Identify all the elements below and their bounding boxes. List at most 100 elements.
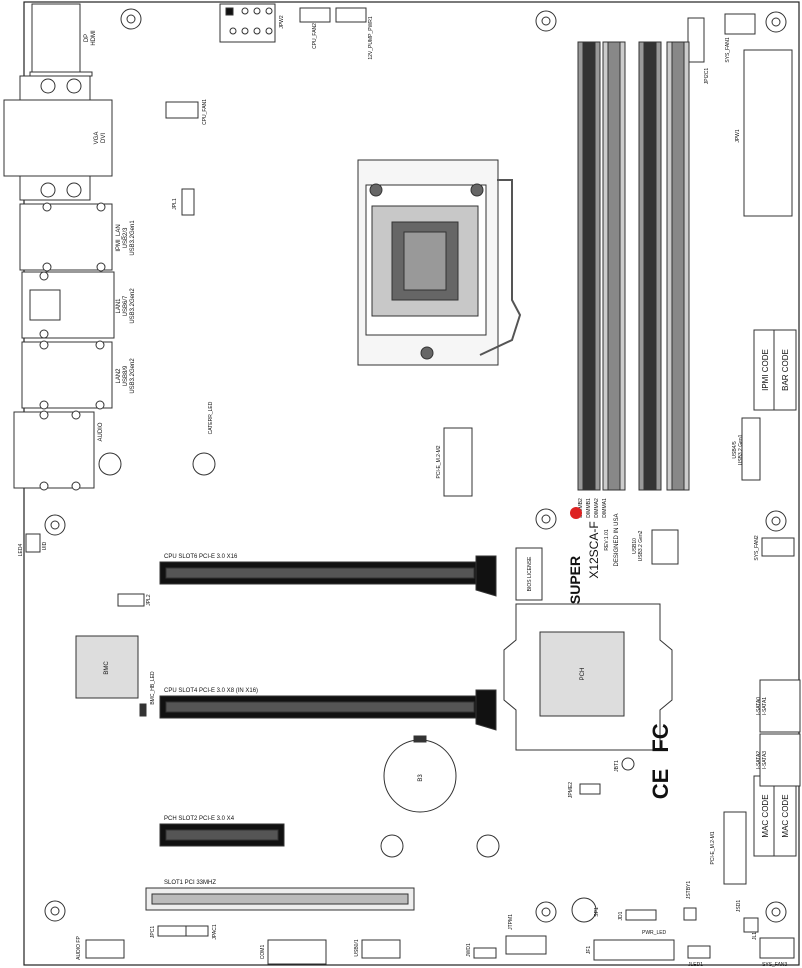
ipmi-code-label: IPMI CODE — [761, 349, 770, 391]
i-sata3-label: I-SATA3 — [762, 751, 768, 769]
bar-code-label: BAR CODE — [781, 349, 790, 391]
slot6-label: CPU SLOT6 PCI-E 3.0 X16 — [164, 554, 238, 560]
standoff-circles — [98, 452, 500, 858]
dimm-labels: DIMMB2 DIMMB1 DIMMA2 DIMMA1 — [578, 498, 608, 518]
cpu-fan1-label: CPU_FAN1 — [202, 99, 208, 125]
bmc-hb-led-label: BMC_HB_LED — [150, 671, 156, 705]
uid-label: UID — [42, 541, 48, 550]
pwr-led-label: PWR_LED — [642, 930, 667, 936]
left-components — [25, 533, 457, 813]
mid-right-labels: USB4/5 USB3.2 Gen1 USB10 USB3.2 Gen2 SYS… — [436, 434, 768, 864]
mac-code-label-2: MAC CODE — [781, 794, 790, 837]
mid-right-headers — [443, 417, 801, 885]
audio-fp-label: AUDIO FP — [76, 936, 82, 960]
top-headers — [165, 3, 793, 217]
sys-fan3-label: SYS_FAN3 — [762, 962, 788, 968]
left-component-labels: LED4 UID JPL2 BMC BMC_HB_LED B3 — [18, 541, 424, 781]
usb32gen2-label: USB3.2Gen2 — [130, 288, 136, 324]
jpi2c1-label: JPI2C1 — [704, 68, 710, 85]
jl1-label: JL1 — [752, 932, 758, 940]
jd1-label: JD1 — [618, 911, 624, 920]
pump-pwr-label: 12V_PUMP_PWR1 — [368, 16, 374, 60]
cpu-socket — [357, 159, 522, 366]
usb10-label: USB10 — [632, 538, 638, 554]
jpw1-label: JPW1 — [735, 129, 741, 143]
lan1-label: LAN1 — [116, 298, 122, 314]
hdmi-label: HDMI — [91, 30, 97, 46]
com1-label: COM1 — [260, 945, 266, 960]
sys-fan2-label: SYS_FAN2 — [754, 535, 760, 561]
dvi-label: DVI — [101, 133, 107, 143]
caterr-led-label: CATERR_LED — [208, 401, 214, 434]
revision-text: REV:1.01 — [604, 529, 610, 550]
usb32gen1-label: USB3.2Gen1 — [130, 220, 136, 256]
usb45-gen-label: USB3.2 Gen1 — [738, 434, 744, 465]
sys-fan1-label: SYS_FAN1 — [725, 37, 731, 63]
dimm-a1-label: DIMMA1 — [602, 498, 608, 518]
ce-mark: CE — [648, 769, 673, 800]
jled1-label: JLED1 — [688, 962, 703, 968]
dp-label: DP — [84, 34, 90, 42]
usb32gen2b-label: USB3.2Gen2 — [130, 358, 136, 394]
brand-super-text: SUPER — [567, 556, 583, 604]
dimm-slots — [577, 41, 690, 491]
b3-label: B3 — [418, 774, 424, 782]
dimm-a2-label: DIMMA2 — [594, 498, 600, 518]
i-sata2-label: I-SATA2 — [756, 751, 762, 769]
jpac1-label: JPAC1 — [212, 924, 218, 939]
pch-label: PCH — [580, 668, 586, 681]
jwd1-label: JWD1 — [466, 943, 472, 957]
lan2-label: LAN2 — [116, 368, 122, 384]
slot2-label: PCH SLOT2 PCI-E 3.0 X4 — [164, 816, 235, 822]
jf1-label: JF1 — [586, 946, 592, 955]
jpl1-label: JPL1 — [172, 198, 178, 210]
io-labels: DP HDMI VGA DVI IPMI_LAN USB2/3 USB3.2Ge… — [84, 30, 136, 442]
slot4-label: CPU SLOT4 PCI-E 3.0 X8 (IN X16) — [164, 688, 258, 694]
jtpm1-label: JTPM1 — [508, 914, 514, 930]
i-sata0-label: I-SATA0 — [756, 697, 762, 715]
bmc-label: BMC — [104, 661, 110, 675]
vga-label: VGA — [94, 132, 100, 145]
i-sata1-label: I-SATA1 — [762, 697, 768, 715]
dimm-b1-label: DIMMB1 — [586, 498, 592, 518]
usb01-label: USB0/1 — [354, 939, 360, 956]
usb89-label: USB8/9 — [123, 365, 129, 386]
usb23-label: USB2/3 — [123, 227, 129, 248]
model-text: X12SCA-F — [587, 521, 601, 578]
audio-label: AUDIO — [98, 422, 104, 441]
jsd1-label: JSD1 — [736, 900, 742, 912]
sp1-label: SP1 — [594, 907, 600, 917]
fc-mark: FC — [648, 723, 673, 752]
rear-io — [3, 3, 115, 491]
pch-heatsink — [503, 603, 673, 751]
bottom-headers — [85, 897, 795, 965]
top-header-labels: JPW2 CPU_FAN2 12V_PUMP_PWR1 CPU_FAN1 JPL… — [172, 15, 741, 434]
usb45-label: USB4/5 — [732, 441, 738, 458]
certification-marks: CE FC — [621, 723, 673, 800]
super-logo-dot — [570, 507, 582, 519]
pcie-slot-labels: CPU SLOT6 PCI-E 3.0 X16 CPU SLOT4 PCI-E … — [164, 554, 258, 886]
mac-code-label: MAC CODE — [761, 794, 770, 837]
jpme2-label: JPME2 — [568, 782, 574, 798]
jpw2-label: JPW2 — [279, 15, 285, 29]
pcie-slots — [145, 555, 497, 911]
jstby1-label: JSTBY1 — [686, 881, 692, 900]
pcie-m2-m1-label: PCI-E_M.2-M1 — [710, 831, 716, 864]
mounting-holes — [44, 8, 787, 923]
usb10-gen-label: USB3.2 Gen2 — [638, 530, 644, 561]
designed-text: DESIGNED IN USA — [614, 513, 620, 566]
code-stickers — [753, 329, 797, 857]
cpu-fan2-label: CPU_FAN2 — [312, 23, 318, 49]
pcie-m2-m2-label: PCI-E_M.2-M2 — [436, 445, 442, 478]
usb67-label: USB6/7 — [123, 295, 129, 316]
code-sticker-labels: IPMI CODE BAR CODE MAC CODE MAC CODE — [761, 349, 790, 837]
jpc1-label: JPC1 — [150, 926, 156, 938]
bottom-header-labels: AUDIO FP JPC1 JPAC1 COM1 USB0/1 JWD1 JTP… — [76, 881, 788, 968]
led4-label: LED4 — [18, 544, 24, 557]
branding: SUPER X12SCA-F REV:1.01 DESIGNED IN USA … — [515, 507, 620, 604]
slot1-label: SLOT1 PCI 33MHZ — [164, 880, 216, 886]
jpl2-label: JPL2 — [146, 594, 152, 606]
dimm-b2-label: DIMMB2 — [578, 498, 584, 518]
jbt-jpme: JBT1 JPME2 — [568, 760, 620, 798]
